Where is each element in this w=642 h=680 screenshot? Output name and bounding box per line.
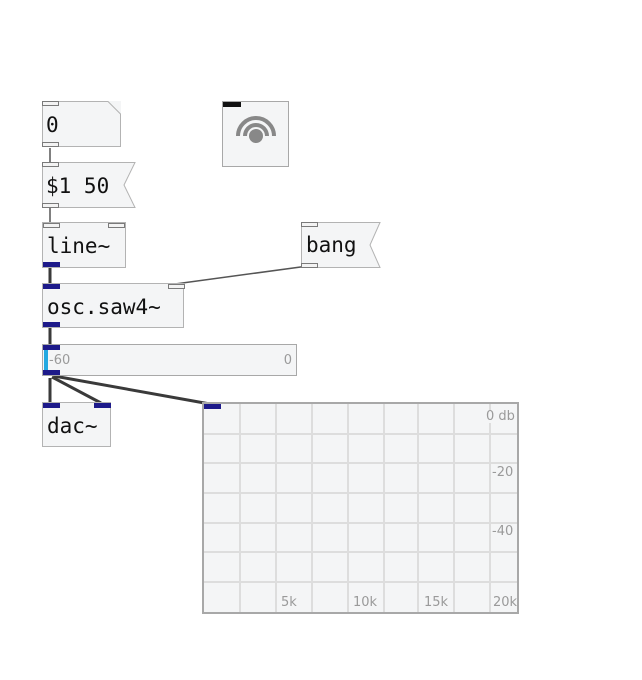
spectrum-db-label-1: -20 — [492, 465, 514, 480]
message-box[interactable]: $1 50 — [42, 162, 136, 208]
dac-object[interactable]: dac~ — [42, 402, 111, 447]
spectrum-db-label-0: 0 db — [486, 409, 515, 424]
bang-message-inlet[interactable] — [301, 222, 318, 227]
number-box-outlet[interactable] — [42, 142, 59, 147]
number-box-inlet[interactable] — [42, 101, 59, 106]
spectrum-db-label-2: -40 — [492, 524, 514, 539]
line-object-right-inlet[interactable] — [108, 223, 125, 228]
level-slider[interactable]: -60 0 — [42, 344, 297, 376]
message-box-text: $1 50 — [46, 174, 110, 198]
spectrum-freq-label-1: 10k — [353, 595, 378, 610]
line-object-signal-outlet[interactable] — [43, 262, 60, 267]
dsp-toggle-indicator — [223, 102, 241, 107]
level-slider-min-label: -60 — [49, 353, 71, 368]
spectrum-freq-label-3: 20k — [493, 595, 518, 610]
cord-slider-to-dac-right[interactable] — [51, 375, 102, 405]
dac-right-inlet[interactable] — [94, 403, 111, 408]
bang-message-text: bang — [306, 233, 357, 257]
number-box-value: 0 — [46, 113, 59, 137]
cord-bang-to-osc[interactable] — [174, 265, 309, 285]
spectrum-freq-label-0: 5k — [281, 595, 297, 610]
oscillator-signal-outlet[interactable] — [43, 322, 60, 327]
speaker-on-icon — [236, 116, 276, 143]
level-slider-max-label: 0 — [283, 353, 292, 368]
line-object[interactable]: line~ — [42, 222, 126, 268]
line-object-text: line~ — [47, 234, 111, 258]
spectrum-display[interactable]: 0 db -20 -40 5k 10k 15k 20k — [202, 402, 519, 614]
spectrum-grid — [204, 404, 517, 612]
number-box[interactable]: 0 — [42, 101, 121, 147]
level-slider-inlet[interactable] — [43, 345, 60, 350]
dac-text: dac~ — [47, 414, 98, 438]
spectrum-display-inlet[interactable] — [204, 404, 221, 409]
bang-message[interactable]: bang — [301, 222, 381, 268]
bang-message-outlet[interactable] — [301, 263, 318, 268]
level-slider-outlet[interactable] — [43, 370, 60, 375]
dsp-toggle[interactable] — [222, 101, 289, 167]
cord-slider-to-spectrum[interactable] — [53, 374, 211, 406]
oscillator-left-inlet[interactable] — [43, 284, 60, 289]
number-box-shape — [42, 101, 121, 147]
dac-left-inlet[interactable] — [43, 403, 60, 408]
bang-message-shape — [301, 222, 381, 268]
message-box-outlet[interactable] — [42, 203, 59, 208]
line-object-left-inlet[interactable] — [43, 223, 60, 228]
oscillator-object[interactable]: osc.saw4~ — [42, 283, 185, 328]
oscillator-right-inlet[interactable] — [168, 284, 185, 289]
message-box-shape — [42, 162, 136, 208]
message-box-inlet[interactable] — [42, 162, 59, 167]
oscillator-text: osc.saw4~ — [47, 295, 161, 319]
spectrum-freq-label-2: 15k — [424, 595, 449, 610]
level-slider-fill — [44, 350, 48, 370]
